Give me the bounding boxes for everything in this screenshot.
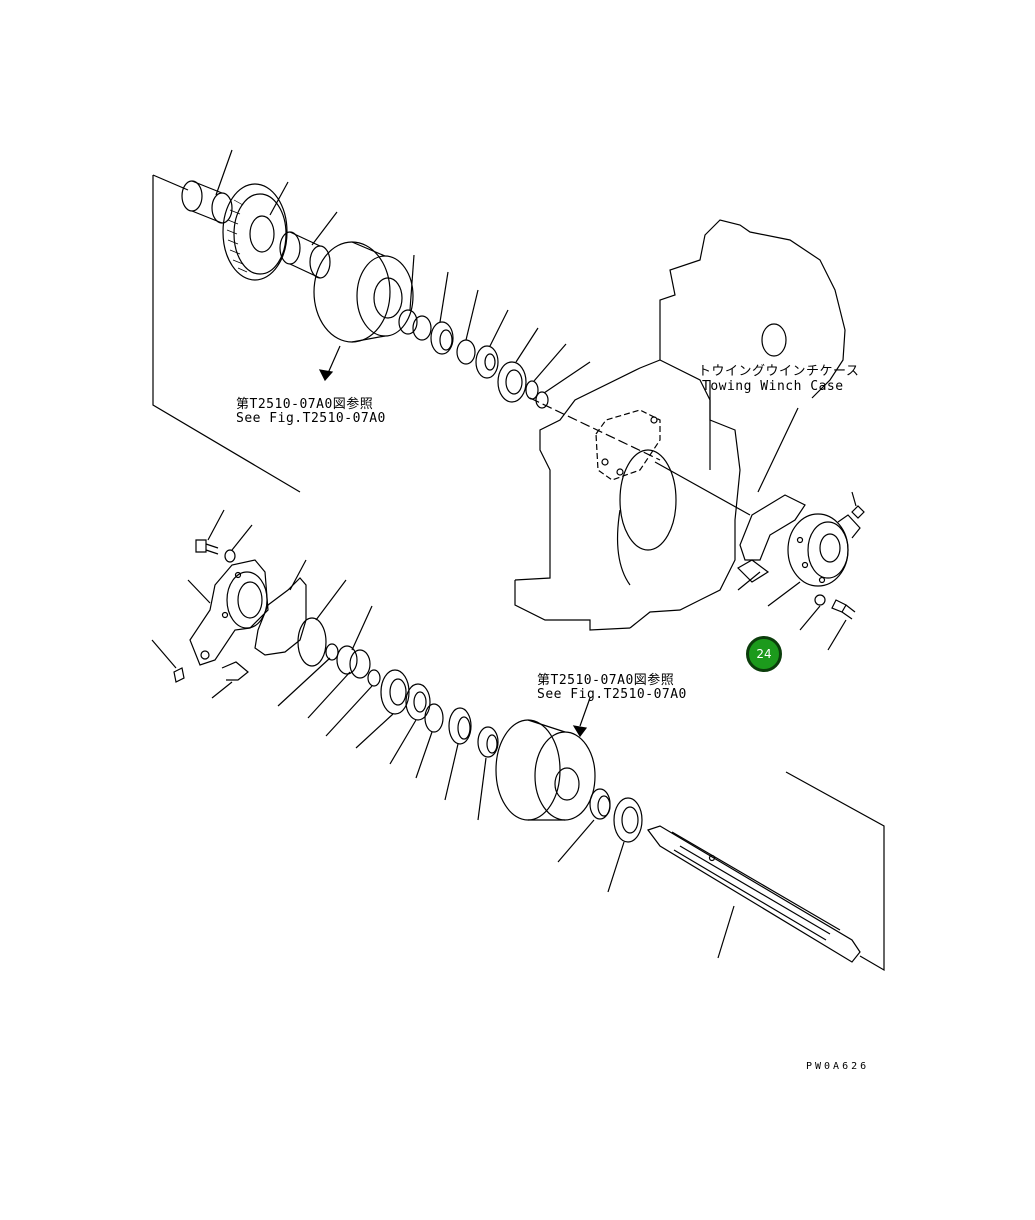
towing-winch-case <box>515 220 845 630</box>
drawing-code: PW0A626 <box>806 1061 870 1072</box>
upper-reference-english: See Fig.T2510-07A0 <box>236 411 386 426</box>
lower-left-bracket <box>152 510 346 698</box>
upper-shaft-assembly <box>153 150 660 492</box>
bevel-gear <box>223 184 287 280</box>
upper-frame-line <box>153 175 300 492</box>
lower-reference-english: See Fig.T2510-07A0 <box>537 687 687 702</box>
case-label-japanese: トウイングウインチケース <box>698 364 860 379</box>
callout-badge-24[interactable]: 24 <box>746 636 782 672</box>
upper-reference-japanese: 第T2510-07A0図参照 <box>236 397 374 412</box>
case-label-english: Towing Winch Case <box>702 379 844 394</box>
lower-reference-japanese: 第T2510-07A0図参照 <box>537 673 675 688</box>
lower-frame-line <box>786 772 884 970</box>
lower-shaft-assembly <box>278 606 884 970</box>
lower-drum <box>496 720 560 820</box>
right-cover-plate <box>738 492 864 650</box>
